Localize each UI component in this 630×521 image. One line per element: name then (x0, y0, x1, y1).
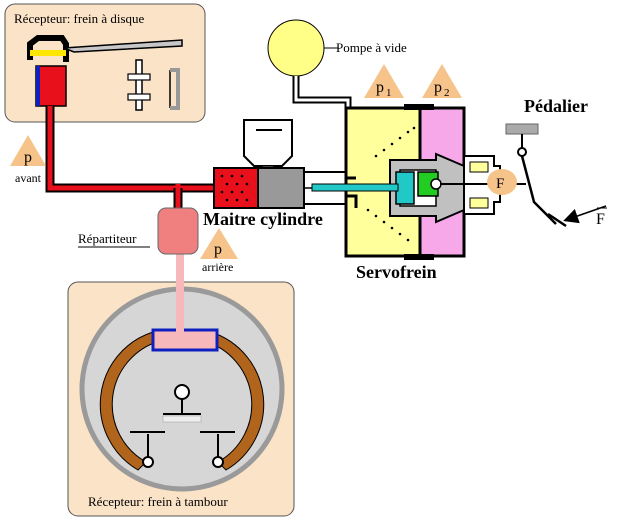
master-cylinder-label: Maitre cylindre (203, 209, 323, 229)
svg-text:p: p (376, 79, 384, 96)
disc-hub (63, 39, 183, 111)
vacuum-pump-label: Pompe à vide (336, 40, 407, 55)
svg-text:F: F (596, 211, 605, 228)
wheel-cylinder (151, 328, 219, 352)
disc-brake-receiver: Récepteur: frein à disque (4, 3, 206, 123)
svg-text:p: p (24, 149, 32, 166)
p2-indicator: p 2 (422, 64, 462, 99)
svg-text:F: F (496, 176, 504, 192)
caliper (27, 35, 69, 107)
master-cylinder (213, 119, 406, 209)
distributor-label: Répartiteur (78, 231, 137, 246)
distributor (157, 207, 199, 255)
svg-text:avant: avant (15, 171, 42, 185)
drum-brake-receiver: Récepteur: frein à tambour (67, 281, 295, 517)
pedal-assembly: F F (487, 123, 607, 228)
svg-text:1: 1 (386, 87, 392, 99)
p1-indicator: p 1 (364, 64, 404, 99)
drum-shoe-left (99, 331, 161, 471)
hydraulic-lines (45, 106, 215, 336)
p-rear-indicator: p arrière (200, 228, 238, 274)
svg-text:p: p (214, 241, 222, 258)
drum-shoe-right (203, 331, 265, 471)
drum-adjuster (174, 384, 190, 400)
disc-receiver-label: Récepteur: frein à disque (14, 11, 145, 26)
svg-text:arrière: arrière (202, 260, 233, 274)
force-f-badge (487, 169, 517, 195)
p-front-indicator: p avant (10, 135, 46, 185)
svg-text:2: 2 (444, 87, 450, 99)
drum-receiver-label: Récepteur: frein à tambour (88, 494, 228, 509)
pedal-label: Pédalier (524, 96, 588, 116)
svg-text:p: p (434, 79, 442, 96)
servo-brake (311, 104, 501, 260)
servo-label: Servofrein (356, 262, 437, 282)
